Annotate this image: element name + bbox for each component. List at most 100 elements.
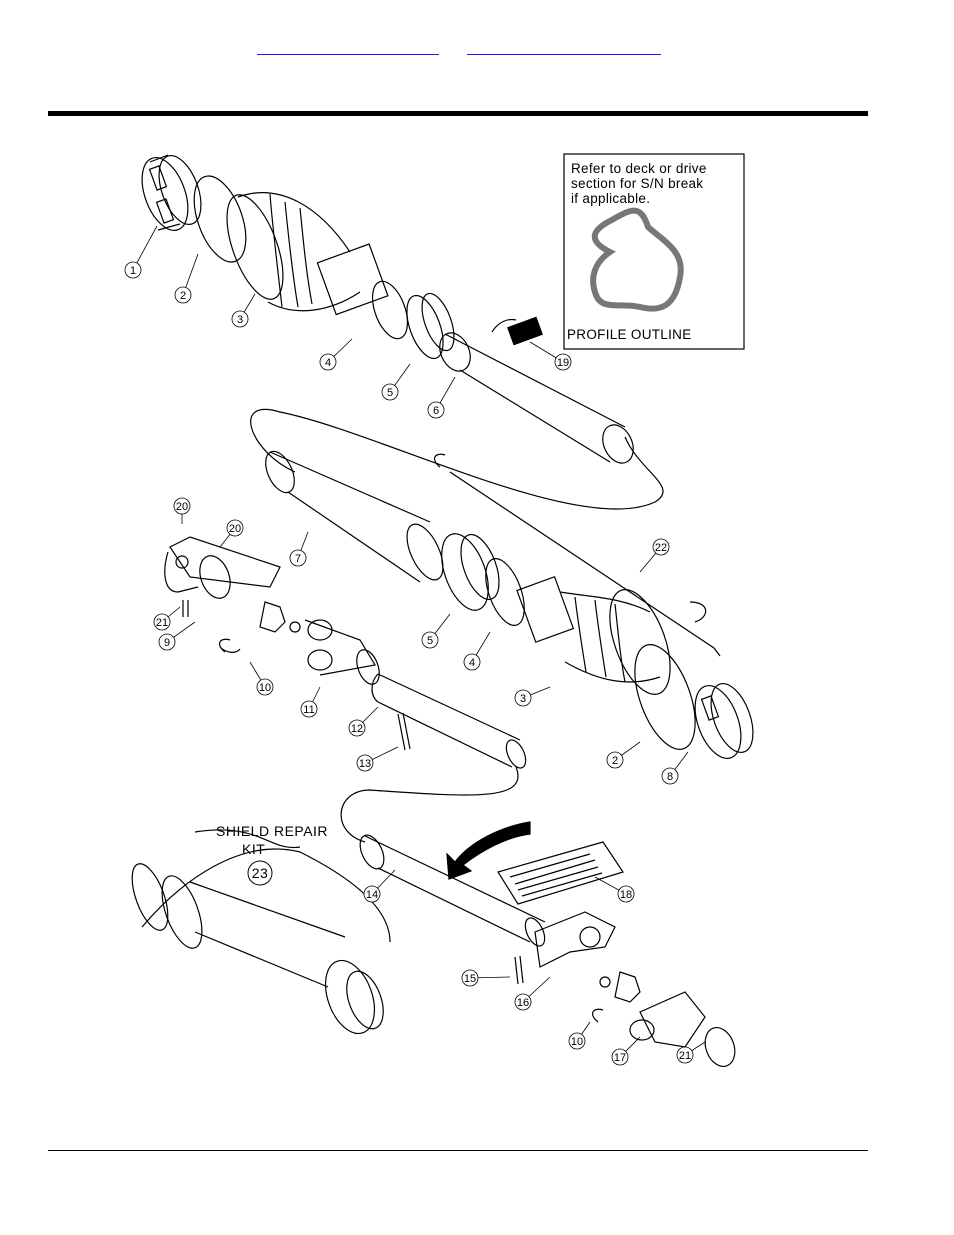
install-direction-arrow xyxy=(446,821,531,880)
nav-link-right[interactable] xyxy=(467,38,661,55)
callout-number: 5 xyxy=(387,387,393,399)
callout-circle xyxy=(381,383,399,401)
callout-number: 12 xyxy=(351,723,363,735)
part-9-yoke xyxy=(164,536,281,617)
callout-circle xyxy=(652,538,670,556)
part-17-yoke-end xyxy=(629,991,736,1067)
callout-circle xyxy=(617,885,635,903)
callout-circle xyxy=(289,549,307,567)
callout-number: 15 xyxy=(464,973,476,985)
exploded-parts-diagram: 1234561920207222195410113121328141815161… xyxy=(124,153,754,1067)
callout-number: 5 xyxy=(427,635,433,647)
callout-number: 10 xyxy=(571,1036,583,1048)
callout-circle xyxy=(611,1048,629,1066)
callout-circle xyxy=(356,754,374,772)
part-4-ring-small xyxy=(371,280,409,340)
kit-label-line-2: KIT xyxy=(242,841,265,857)
footer-rule xyxy=(48,1150,868,1151)
note-line-2: section for S/N break xyxy=(571,176,703,191)
callout-circle xyxy=(158,633,176,651)
part-2-ring xyxy=(193,175,247,263)
callout-number: 11 xyxy=(303,704,314,716)
callout-number: 14 xyxy=(366,889,378,901)
callout-number: 4 xyxy=(469,657,475,669)
part-5-bearing xyxy=(406,292,455,360)
callout-circle xyxy=(568,1032,586,1050)
callout-circle xyxy=(514,689,532,707)
callout-number: 1 xyxy=(130,265,136,277)
callout-circle xyxy=(661,767,679,785)
callout-circle xyxy=(300,700,318,718)
note-line-1: Refer to deck or drive xyxy=(571,161,707,176)
part-15-pin-lower xyxy=(514,955,524,985)
callout-number: 2 xyxy=(612,755,618,767)
profile-outline-caption: PROFILE OUTLINE xyxy=(567,327,692,342)
callout-circle xyxy=(348,719,366,737)
part-19-decal xyxy=(491,316,543,346)
note-line-3: if applicable. xyxy=(571,191,650,206)
callout-number: 2 xyxy=(180,290,186,302)
callout-circle xyxy=(319,353,337,371)
callout-number: 17 xyxy=(614,1052,626,1064)
kit-number: 23 xyxy=(252,865,269,881)
header-rule xyxy=(48,111,868,116)
part-14-profile-tube-lower xyxy=(359,834,546,947)
callout-circle xyxy=(427,401,445,419)
nav-link-left[interactable] xyxy=(257,38,439,55)
kit-leader-curve xyxy=(194,829,301,849)
part-10-cross-and-clip-lower xyxy=(591,971,641,1023)
callout-number: 3 xyxy=(237,314,243,326)
part-11-yoke-inner xyxy=(304,619,380,685)
part-2-ring-lower xyxy=(634,644,696,750)
shield-repair-kit-drawing xyxy=(131,848,391,1035)
part-6-outer-tube xyxy=(439,332,634,464)
callout-circle xyxy=(461,969,479,987)
callout-number: 13 xyxy=(359,758,371,770)
profile-outline-shape xyxy=(590,207,684,312)
callout-number: 4 xyxy=(325,357,331,369)
callout-number: 20 xyxy=(229,523,241,535)
callout-circle xyxy=(463,653,481,671)
callout-circle xyxy=(554,353,572,371)
callout-circle xyxy=(421,631,439,649)
part-5-bearing-lower xyxy=(441,533,500,611)
kit-number-circle xyxy=(247,860,273,886)
callout-circle xyxy=(676,1046,694,1064)
callout-circle xyxy=(231,310,249,328)
part-4-ring-lower xyxy=(485,558,525,626)
assembly-link-curve-upper xyxy=(250,409,664,510)
callout-number: 3 xyxy=(520,693,526,705)
callout-circle xyxy=(514,993,532,1011)
callout-circle xyxy=(153,613,171,631)
part-3-bellows-cone xyxy=(226,192,389,316)
callout-number: 22 xyxy=(655,542,667,554)
part-1-shield-end-cap xyxy=(141,154,202,231)
callout-circle xyxy=(226,519,244,537)
callout-number: 21 xyxy=(156,617,168,629)
assembly-link-curve-lower xyxy=(340,766,519,843)
callout-circle xyxy=(606,751,624,769)
callout-circle xyxy=(363,885,381,903)
callout-number: 6 xyxy=(433,405,439,417)
callout-number: 9 xyxy=(164,637,170,649)
part-7-inner-tube xyxy=(265,450,444,583)
part-3-bellows-cone-lower xyxy=(516,576,671,695)
part-12-profile-tube xyxy=(371,673,527,769)
callout-number: 8 xyxy=(667,771,673,783)
callout-number: 20 xyxy=(176,501,188,513)
callout-circle xyxy=(174,286,192,304)
part-22-chain xyxy=(433,453,721,657)
callout-number: 10 xyxy=(259,682,271,694)
callout-number: 18 xyxy=(620,889,632,901)
callout-circle xyxy=(173,497,191,515)
part-18-warning-decal xyxy=(497,841,624,905)
part-8-shield-end-cap-lower xyxy=(694,683,754,759)
part-13-pin xyxy=(397,712,411,751)
kit-label-line-1: SHIELD REPAIR xyxy=(216,823,328,839)
callout-circle xyxy=(256,678,274,696)
part-10-cross-and-clip xyxy=(218,601,301,653)
callout-number: 19 xyxy=(557,357,569,369)
callout-circle xyxy=(124,261,142,279)
part-16-yoke-lower xyxy=(534,911,616,968)
